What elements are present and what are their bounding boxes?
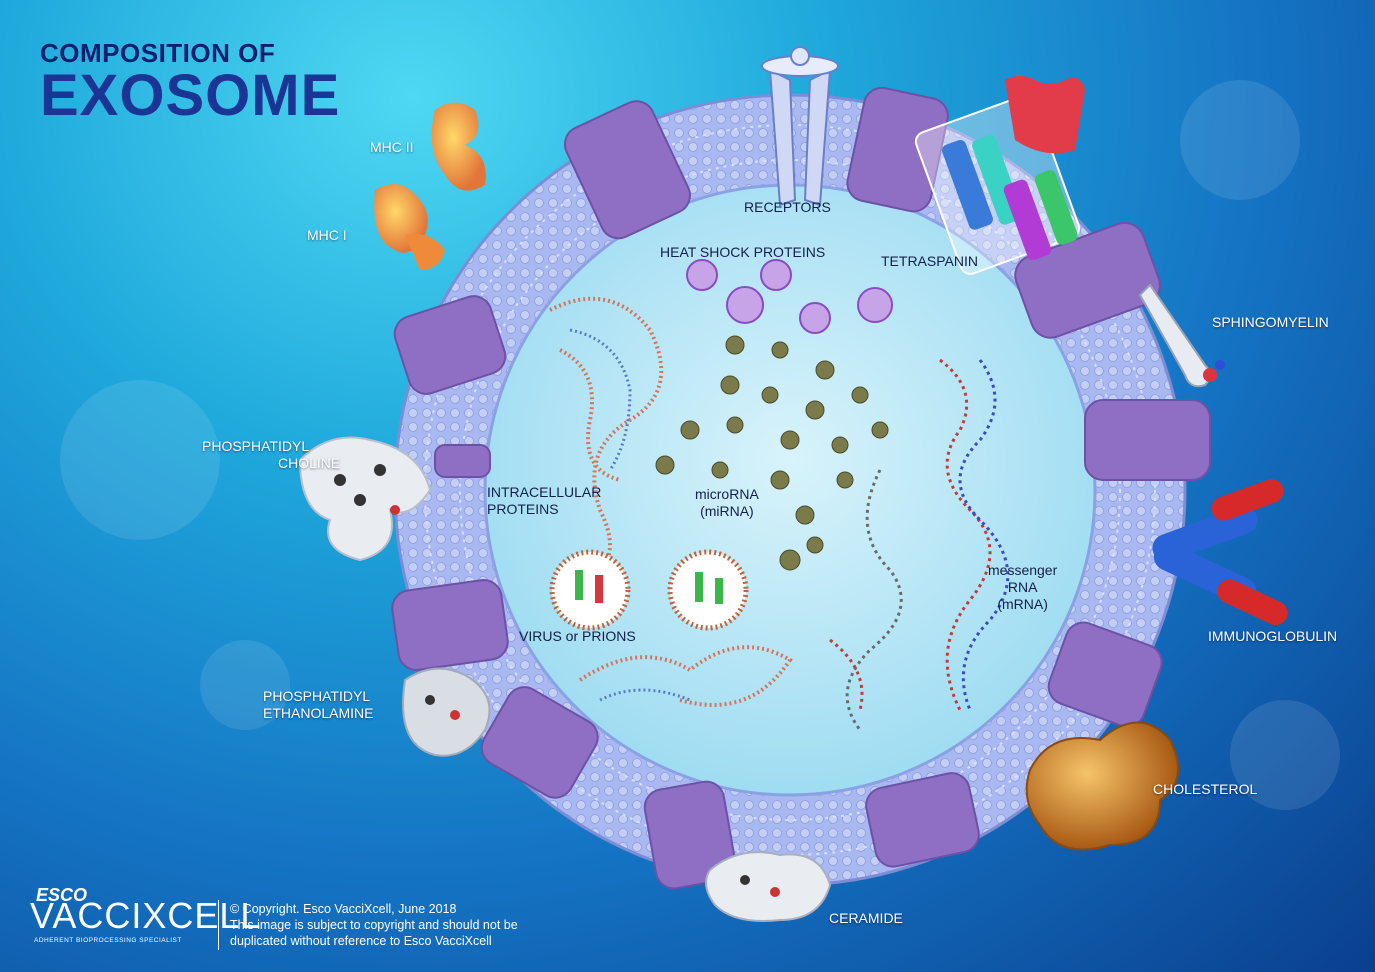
diagram-title: COMPOSITION OF EXOSOME — [40, 38, 341, 128]
logo-tagline: ADHERENT BIOPROCESSING SPECIALIST — [34, 937, 182, 944]
label-cholesterol: CHOLESTEROL — [1153, 781, 1258, 797]
label-immunoglobulin: IMMUNOGLOBULIN — [1208, 628, 1338, 644]
label-virus-prions: VIRUS or PRIONS — [519, 628, 636, 644]
receptor-protein — [761, 46, 839, 207]
label-heat-shock-proteins: HEAT SHOCK PROTEINS — [660, 244, 826, 260]
bokeh-light — [1180, 80, 1300, 200]
logo-esco: ESCO — [36, 885, 88, 905]
microrna-cluster — [655, 335, 889, 571]
bokeh-light — [60, 380, 220, 540]
messenger-rna-strands — [829, 358, 1010, 731]
logo-brand: VACCIXCELL — [30, 895, 262, 936]
label-receptors: RECEPTORS — [744, 199, 831, 215]
label-ceramide: CERAMIDE — [829, 910, 903, 926]
intracellular-proteins — [549, 296, 793, 707]
intracellular-proteins-blue — [569, 328, 691, 702]
sphingomyelin-molecule — [1138, 283, 1225, 388]
phosphatidyl-choline-molecule — [298, 436, 432, 562]
bokeh-light — [200, 640, 290, 730]
title-line-2: EXOSOME — [40, 63, 341, 128]
label-microrna: microRNA (miRNA) — [695, 486, 759, 519]
label-phosphatidyl-ethanolamine: PHOSPHATIDYL ETHANOLAMINE — [263, 688, 374, 721]
label-mhc-ii: MHC II — [370, 139, 414, 155]
label-tetraspanin: TETRASPANIN — [881, 253, 978, 269]
tetraspanin-protein — [914, 76, 1085, 275]
virus-particles — [549, 549, 749, 631]
heat-shock-proteins — [686, 259, 893, 334]
label-mhc-i: MHC I — [307, 227, 347, 243]
membrane-proteins — [391, 86, 1211, 890]
copyright-notice: © Copyright. Esco VacciXcell, June 2018 … — [230, 902, 518, 948]
mhc-molecules — [374, 102, 486, 270]
phosphatidyl-ethanolamine-molecule — [402, 667, 491, 757]
label-sphingomyelin: SPHINGOMYELIN — [1212, 314, 1329, 330]
cholesterol-molecule — [1025, 721, 1179, 851]
label-messenger-rna: messenger RNA (mRNA) — [988, 562, 1058, 612]
logo-divider — [218, 900, 219, 950]
immunoglobulin-molecule — [1152, 479, 1288, 625]
ceramide-molecule — [705, 851, 832, 922]
title-line-1: COMPOSITION OF — [40, 38, 276, 68]
label-intracellular-proteins: INTRACELLULAR PROTEINS — [487, 484, 602, 517]
label-phosphatidyl-choline: PHOSPHATIDYL CHOLINE — [202, 438, 341, 471]
bokeh-light — [1230, 700, 1340, 810]
